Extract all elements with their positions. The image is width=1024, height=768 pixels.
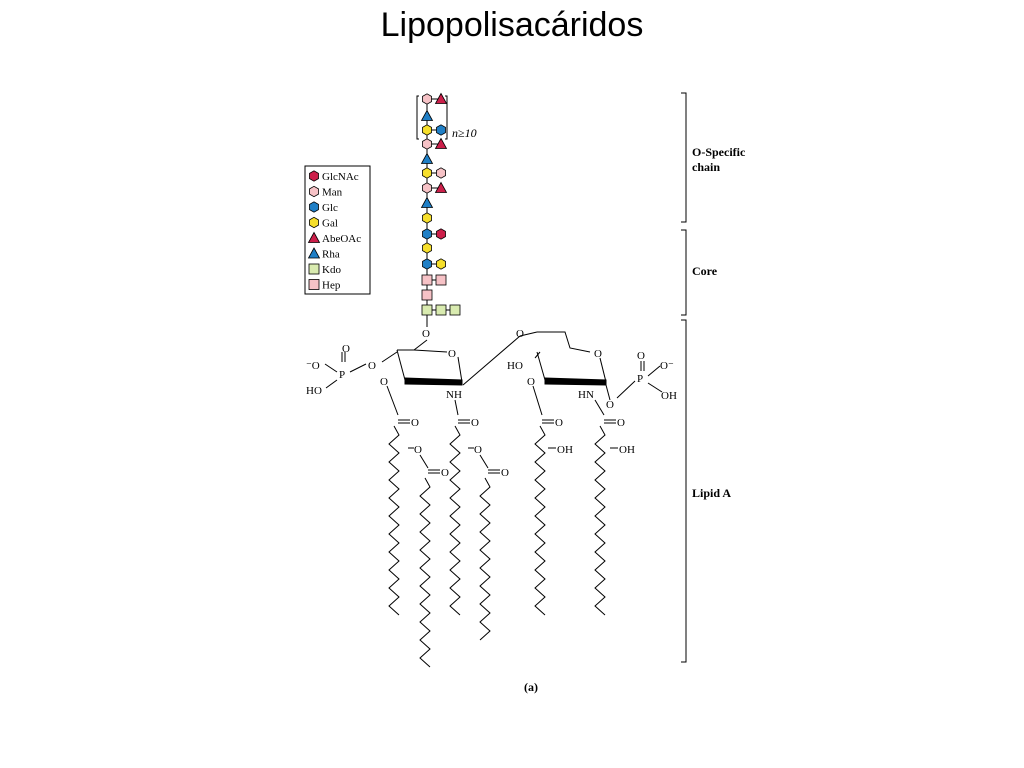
page-title: Lipopolisacáridos xyxy=(380,6,644,44)
legend-label-gal: Gal xyxy=(322,218,338,230)
legend-label-man: Man xyxy=(322,187,343,199)
man-unit xyxy=(436,167,446,179)
legend-label-rha: Rha xyxy=(322,249,340,261)
hep-unit xyxy=(421,274,433,286)
abeoac-unit xyxy=(434,92,448,104)
hn-label: HN xyxy=(578,389,594,401)
legend-label-abeoac: AbeOAc xyxy=(322,233,361,245)
kdo-unit xyxy=(421,304,433,316)
hep-unit xyxy=(421,289,433,301)
o-ester-1: O xyxy=(380,376,388,388)
legend-swatch-hep xyxy=(308,279,320,290)
o-specific-label-2: chain xyxy=(692,160,720,174)
legend-swatch-glcnac xyxy=(309,170,319,182)
o-carbonyl-2: O xyxy=(471,417,479,429)
oh-right: OH xyxy=(661,390,677,402)
acyl-chain-6 xyxy=(594,425,606,616)
acyl-chain-4 xyxy=(479,477,491,641)
o-carbonyl-1: O xyxy=(411,417,419,429)
legend-label-kdo: Kdo xyxy=(322,264,341,276)
oh-branch-2: OH xyxy=(619,444,635,456)
chem-labels: ⁻O O P O HO O O O NH O HO O O HN O O P O… xyxy=(306,328,677,479)
o-carbonyl-4: O xyxy=(617,417,625,429)
abeoac-unit xyxy=(434,137,448,149)
ho-left: HO xyxy=(306,385,322,397)
o-carbonyl-6: O xyxy=(501,467,509,479)
rha-unit xyxy=(420,109,434,121)
nh-label: NH xyxy=(446,389,462,401)
o-ring-link: O xyxy=(422,328,430,340)
hep-unit xyxy=(435,274,447,286)
legend-label-hep: Hep xyxy=(322,280,341,292)
acyl-chain-5 xyxy=(534,425,546,616)
legend-label-glcnac: GlcNAc xyxy=(322,171,359,183)
rha-unit xyxy=(420,152,434,164)
abeoac-unit xyxy=(434,181,448,193)
o-left-1: O xyxy=(342,343,350,355)
o-minus-left: ⁻O xyxy=(306,360,320,372)
o-ring-left: O xyxy=(448,348,456,360)
gal-unit xyxy=(422,212,432,224)
o-minus-right: O⁻ xyxy=(660,360,674,372)
legend-swatch-glc xyxy=(309,201,319,213)
legend-swatch-abeoac xyxy=(307,231,321,243)
man-unit xyxy=(422,93,432,105)
legend-swatch-kdo xyxy=(308,263,320,275)
o-ring-right: O xyxy=(594,348,602,360)
figure-caption: (a) xyxy=(524,680,538,694)
o-branch-1: O xyxy=(414,444,422,456)
legend-label-glc: Glc xyxy=(322,202,338,214)
oh-branch-1: OH xyxy=(557,444,573,456)
o-branch-2: O xyxy=(474,444,482,456)
o-bridge: O xyxy=(516,328,524,340)
gal-unit xyxy=(422,242,432,254)
o-specific-label-1: O-Specific xyxy=(692,145,746,159)
glc-unit xyxy=(422,228,432,240)
lipid-a-label: Lipid A xyxy=(692,486,731,500)
core-label: Core xyxy=(692,264,718,278)
gal-unit xyxy=(422,124,432,136)
repeat-label: n≥10 xyxy=(452,126,477,140)
rha-unit xyxy=(420,196,434,208)
legend-swatch-man xyxy=(309,185,319,198)
kdo-unit xyxy=(449,304,461,316)
acyl-chain-3 xyxy=(449,425,461,616)
o-right-top: O xyxy=(637,350,645,362)
ho-right: HO xyxy=(507,360,523,372)
o-ester-2: O xyxy=(527,376,535,388)
lipid-a-structure xyxy=(324,317,663,474)
p-left: P xyxy=(339,369,345,381)
glc-unit xyxy=(436,124,446,136)
legend-swatch-rha xyxy=(307,247,321,259)
kdo-unit xyxy=(435,304,447,316)
o-left-2: O xyxy=(368,360,376,372)
acyl-chain-2 xyxy=(419,477,431,668)
region-brackets xyxy=(681,92,687,663)
acyl-chain-1 xyxy=(388,425,400,616)
gal-unit xyxy=(436,258,446,270)
o-right-1: O xyxy=(606,399,614,411)
o-carbonyl-3: O xyxy=(555,417,563,429)
p-right: P xyxy=(637,373,643,385)
man-unit xyxy=(422,138,432,150)
gal-unit xyxy=(422,167,432,179)
o-carbonyl-5: O xyxy=(441,467,449,479)
fatty-acid-chains xyxy=(388,425,606,668)
sugar-chain xyxy=(420,92,461,317)
glc-unit xyxy=(422,258,432,270)
man-unit xyxy=(422,182,432,194)
legend-swatch-gal xyxy=(309,216,319,229)
repeat-bracket xyxy=(416,95,448,140)
glcnac-unit xyxy=(436,228,446,240)
